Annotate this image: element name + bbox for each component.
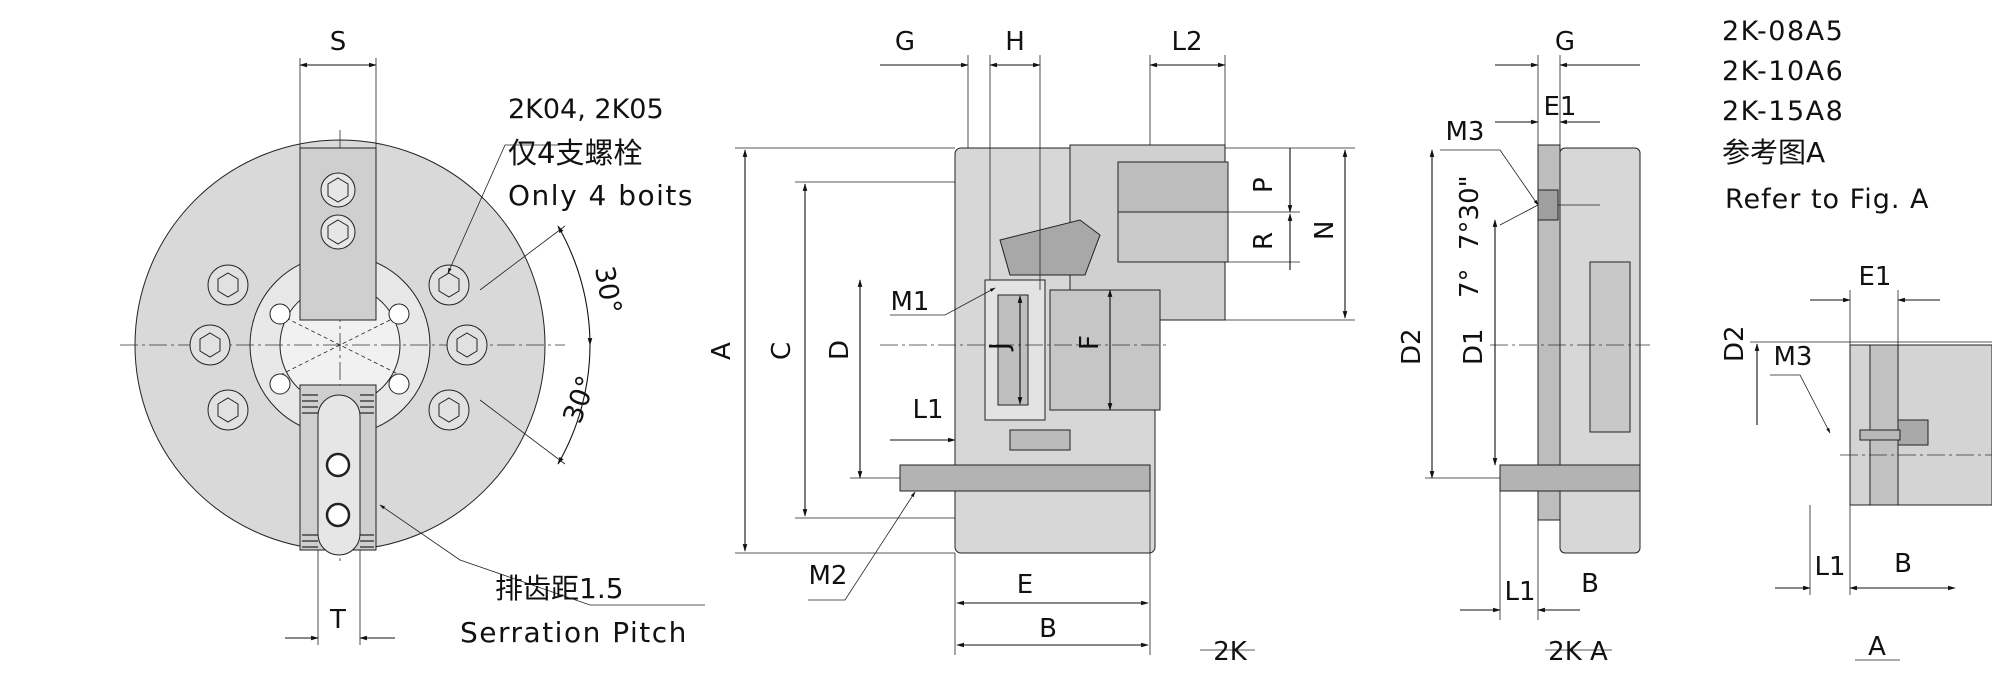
- model-item-3: 2K-15A8: [1722, 96, 1844, 127]
- reference-en: Refer to Fig. A: [1725, 184, 1930, 215]
- dim-j-label: J: [985, 342, 1015, 352]
- dim-c-label: C: [767, 342, 797, 360]
- note-pitch-cn: 排齿距1.5: [495, 572, 624, 605]
- dim-l2-label: L2: [1171, 27, 1202, 57]
- fig-a-detail: [1750, 290, 1992, 661]
- angle-7-30-label: 7°30": [1455, 175, 1485, 250]
- note-bolts-models: 2K04, 2K05: [508, 94, 664, 125]
- section-caption: 2K: [1213, 637, 1248, 667]
- side-view-a: [1425, 55, 1650, 651]
- fig-a-dim-l1-label: L1: [1814, 552, 1845, 582]
- front-view: [120, 58, 705, 645]
- note-bolts-cn: 仅4支螺栓: [508, 136, 642, 170]
- angle-upper-label: 30°: [588, 264, 627, 317]
- dim-t-label: T: [329, 605, 346, 635]
- side-dim-m3-label: M3: [1446, 117, 1485, 147]
- model-item-2: 2K-10A6: [1722, 56, 1844, 87]
- side-dim-d1-label: D1: [1459, 328, 1489, 365]
- section-view: [735, 55, 1355, 655]
- note-pitch-en: Serration Pitch: [460, 616, 688, 649]
- dim-f-label: F: [1075, 335, 1105, 350]
- model-item-1: 2K-08A5: [1722, 16, 1844, 47]
- angle-lower-label: 30°: [557, 372, 602, 428]
- reference-cn: 参考图A: [1722, 136, 1825, 169]
- dim-m2-label: M2: [809, 561, 848, 591]
- dim-l1-label: L1: [912, 395, 943, 425]
- dim-r-label: R: [1249, 232, 1279, 250]
- angle-7-label: 7°: [1455, 268, 1485, 298]
- dim-d-label: D: [825, 340, 855, 360]
- side-dim-b-label: B: [1581, 569, 1599, 599]
- dim-m1-label: M1: [891, 287, 930, 317]
- dim-b-label: B: [1039, 614, 1057, 644]
- side-dim-g-label: G: [1555, 27, 1575, 57]
- side-dim-d2-label: D2: [1397, 328, 1427, 365]
- note-bolts-en: Only 4 boits: [508, 179, 694, 212]
- fig-a-dim-m3-label: M3: [1774, 342, 1813, 372]
- dim-s-label: S: [330, 27, 347, 57]
- side-dim-e1-label: E1: [1544, 92, 1577, 122]
- dim-p-label: P: [1249, 177, 1279, 193]
- dim-h-label: H: [1005, 27, 1025, 57]
- side-caption: 2K A: [1548, 637, 1608, 667]
- fig-a-dim-b-label: B: [1894, 549, 1912, 579]
- fig-a-caption: A: [1868, 632, 1886, 662]
- dim-g-label: G: [895, 27, 915, 57]
- dim-e-label: E: [1017, 570, 1033, 600]
- fig-a-dim-e1-label: E1: [1859, 262, 1892, 292]
- fig-a-dim-d2-label: D2: [1720, 325, 1750, 362]
- side-dim-l1-label: L1: [1504, 577, 1535, 607]
- dim-n-label: N: [1310, 221, 1340, 240]
- dim-a-label: A: [707, 342, 737, 360]
